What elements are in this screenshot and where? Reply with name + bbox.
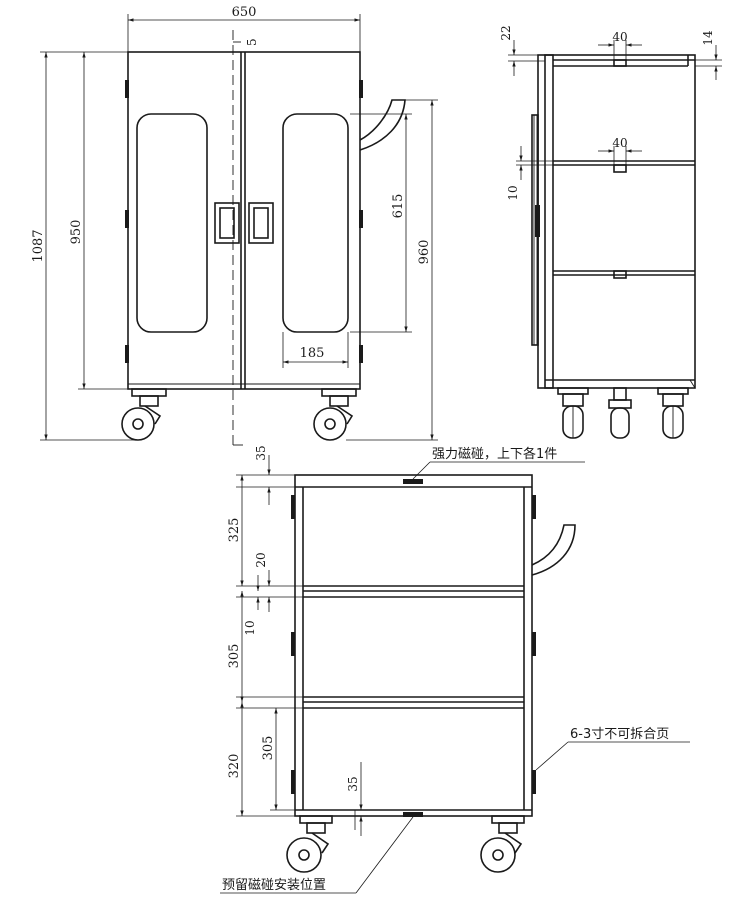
section-shelf-thickness-a: 20: [254, 552, 268, 567]
section-lower-section-dimension: 320: [227, 754, 242, 779]
section-shelf-thickness-b: 10: [243, 620, 257, 635]
total-height-dimension: 1087: [31, 229, 46, 262]
side-shelf-thickness-dimension: 10: [506, 185, 520, 200]
handle-height-dimension: 960: [417, 240, 432, 265]
section-push-handle: [531, 524, 576, 576]
side-top-magnet: [613, 59, 627, 67]
front-push-handle: [359, 99, 406, 151]
front-right-handle: [248, 202, 274, 244]
section-lower-clear-dimension: 305: [261, 736, 276, 761]
side-shelf-magnet: [613, 164, 627, 173]
section-hinge: [291, 495, 295, 519]
width-dimension: 650: [232, 5, 257, 20]
front-view: 5: [31, 5, 438, 446]
section-caster-left: [286, 815, 333, 873]
window-height-dimension: 615: [391, 194, 406, 219]
front-caster-left: [121, 388, 167, 441]
door-gap-dimension: 5: [245, 38, 259, 46]
side-caster-right: [657, 387, 689, 439]
section-mid-section-dimension: 305: [227, 644, 242, 669]
front-caster-right: [313, 388, 357, 441]
front-hinge: [125, 80, 129, 98]
section-top-magnet: [403, 479, 423, 484]
magnet-position-note: 预留磁碰安装位置: [222, 878, 326, 893]
hinge-note: 6-3寸不可拆合页: [570, 727, 669, 742]
side-caster-left: [557, 387, 589, 439]
side-cabinet-body: [537, 54, 696, 389]
front-left-window: [136, 113, 208, 333]
section-bottom-dimension: 35: [346, 776, 360, 791]
section-cabinet-body: [294, 474, 533, 817]
side-caster-middle: [608, 387, 632, 439]
body-height-dimension: 950: [69, 220, 84, 245]
section-bottom-magnet: [403, 812, 423, 817]
side-shelf-magnet-dimension: 40: [612, 136, 627, 150]
side-top-thickness-dimension: 14: [701, 30, 715, 46]
window-width-dimension: 185: [300, 346, 325, 361]
section-top-section-dimension: 325: [227, 518, 242, 543]
section-view: 35 325 20 10 305 305 320 35 强力磁碰，上下各1件: [220, 445, 690, 894]
magnet-note: 强力磁碰，上下各1件: [432, 446, 557, 462]
front-right-window: [282, 113, 349, 333]
side-top-offset-dimension: 22: [499, 25, 513, 40]
side-view: 22 14 40 40 10: [499, 25, 722, 439]
side-top-magnet-dimension: 40: [612, 30, 627, 44]
section-top-dimension: 35: [254, 445, 268, 460]
section-caster-right: [480, 815, 525, 873]
front-left-handle: [214, 202, 240, 244]
front-cabinet-body: [127, 51, 361, 390]
